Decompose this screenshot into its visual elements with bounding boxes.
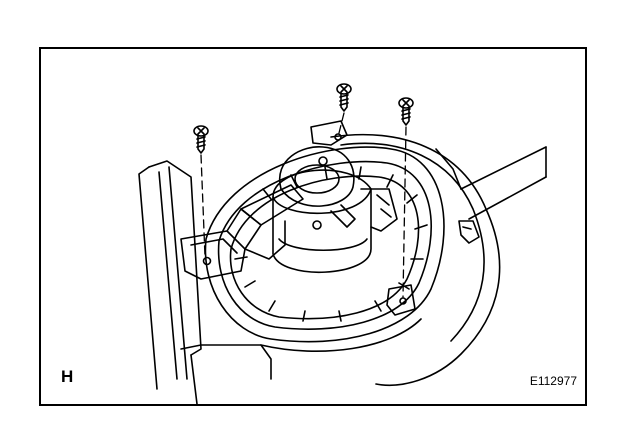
illustration-frame: H E112977: [39, 47, 587, 406]
view-letter-label: H: [61, 367, 74, 386]
motor-center-screw: [318, 156, 328, 166]
screw-icon: [193, 125, 209, 154]
blower-motor-illustration: [138, 83, 547, 404]
connector-arm: [226, 184, 304, 260]
screw-hole-left: [202, 256, 212, 266]
alignment-lines: [200, 112, 407, 298]
screw-icon: [336, 83, 352, 112]
mounting-tabs: [180, 120, 416, 316]
screw-hole-top: [334, 133, 342, 141]
housing-right-shell: [330, 133, 547, 386]
screw-hole-right: [399, 297, 407, 305]
motor-flange: [204, 146, 445, 353]
motor-lower-screw: [312, 220, 322, 230]
figure-id-label: E112977: [529, 374, 577, 388]
rotor-hub: [278, 146, 356, 228]
screw-icon: [398, 97, 414, 126]
